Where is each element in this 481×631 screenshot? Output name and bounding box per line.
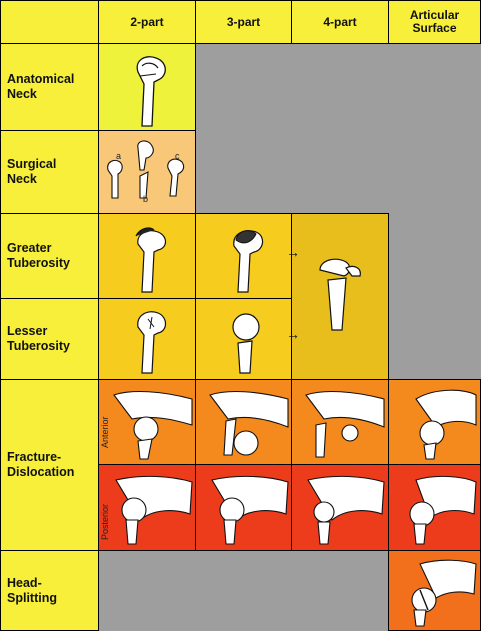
row-label-surgical-neck: Surgical Neck <box>0 130 99 214</box>
empty-region-top <box>196 44 481 213</box>
humerus-lesser-tuberosity-2-part-illustration <box>137 311 167 374</box>
empty-region-bottom <box>99 551 389 631</box>
shoulder-anterior-4-part-illustration <box>305 391 385 458</box>
empty-region-right <box>389 213 481 379</box>
shoulder-posterior-3-part-illustration <box>211 475 289 545</box>
column-header-2-part: 2-part <box>98 0 196 44</box>
row-label-anatomical-neck: Anatomical Neck <box>0 43 99 131</box>
column-header-articular-surface: Articular Surface <box>388 0 481 44</box>
arrow-right-icon: → <box>286 244 300 260</box>
shoulder-posterior-2-part-illustration <box>115 475 193 545</box>
humerus-greater-tuberosity-2-part-illustration <box>135 227 167 293</box>
arrow-right-icon: → <box>286 326 300 342</box>
label-a: a <box>116 151 122 161</box>
humerus-4-part-illustration <box>319 258 361 331</box>
shoulder-anterior-articular-illustration <box>415 389 477 460</box>
humerus-greater-tuberosity-3-part-illustration <box>233 230 264 293</box>
shoulder-anterior-3-part-illustration <box>209 391 289 456</box>
row-label-fracture-dislocation: Fracture- Dislocation <box>0 379 99 551</box>
row-label-greater-tuberosity: Greater Tuberosity <box>0 213 99 299</box>
shoulder-posterior-articular-illustration <box>409 475 477 545</box>
corner-cell <box>0 0 99 44</box>
shoulder-anterior-2-part-illustration <box>113 391 193 460</box>
posterior-label: Posterior <box>100 503 110 540</box>
label-c: c <box>175 151 180 161</box>
shoulder-posterior-4-part-illustration <box>307 475 385 545</box>
row-label-head-splitting: Head- Splitting <box>0 550 99 631</box>
column-header-3-part: 3-part <box>195 0 292 44</box>
shoulder-head-splitting-illustration <box>411 559 477 627</box>
row-label-lesser-tuberosity: Lesser Tuberosity <box>0 298 99 380</box>
humerus-surgical-neck-illustration <box>107 140 185 199</box>
anterior-label: Anterior <box>100 416 110 448</box>
humerus-anatomical-neck-illustration <box>136 56 166 127</box>
column-header-4-part: 4-part <box>291 0 389 44</box>
humerus-lesser-tuberosity-3-part-illustration <box>232 313 260 374</box>
label-b: b <box>143 194 149 204</box>
